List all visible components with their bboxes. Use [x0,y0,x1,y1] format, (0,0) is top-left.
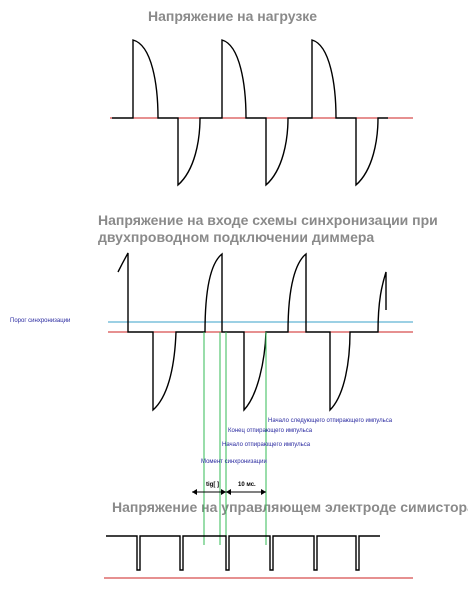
delay-arrow-head-right [221,489,226,495]
gate-waveform [106,535,380,571]
sync-input-title-line2: двухпроводном подключении диммера [98,229,375,245]
period-arrow-head-right [261,489,266,495]
gate-voltage-title: Напряжение на управляющем электроде сими… [112,499,468,515]
sync-input-title: Напряжение на входе схемы синхронизации … [98,212,438,246]
sync-threshold-label: Порог синхронизации [10,318,71,324]
load-voltage-title: Напряжение на нагрузке [148,8,318,24]
period-arrow-head-left [226,489,231,495]
load-waveform [112,39,388,187]
sync-moment-label: Момент синхронизации [201,459,267,465]
sync-input-title-line1: Напряжение на входе схемы синхронизации … [98,212,438,228]
delay-arrow-head-left [192,489,197,495]
period-label: 10 мс. [238,482,256,488]
delay-label: tig[ ] [206,482,219,488]
pulse-start-label: Начало отпирающего импульса [222,442,311,448]
next-pulse-start-label: Начало следующего отпирающего импульса [268,418,393,424]
pulse-end-label: Конец отпирающего импульса [228,428,313,434]
sync-waveform [117,252,387,412]
